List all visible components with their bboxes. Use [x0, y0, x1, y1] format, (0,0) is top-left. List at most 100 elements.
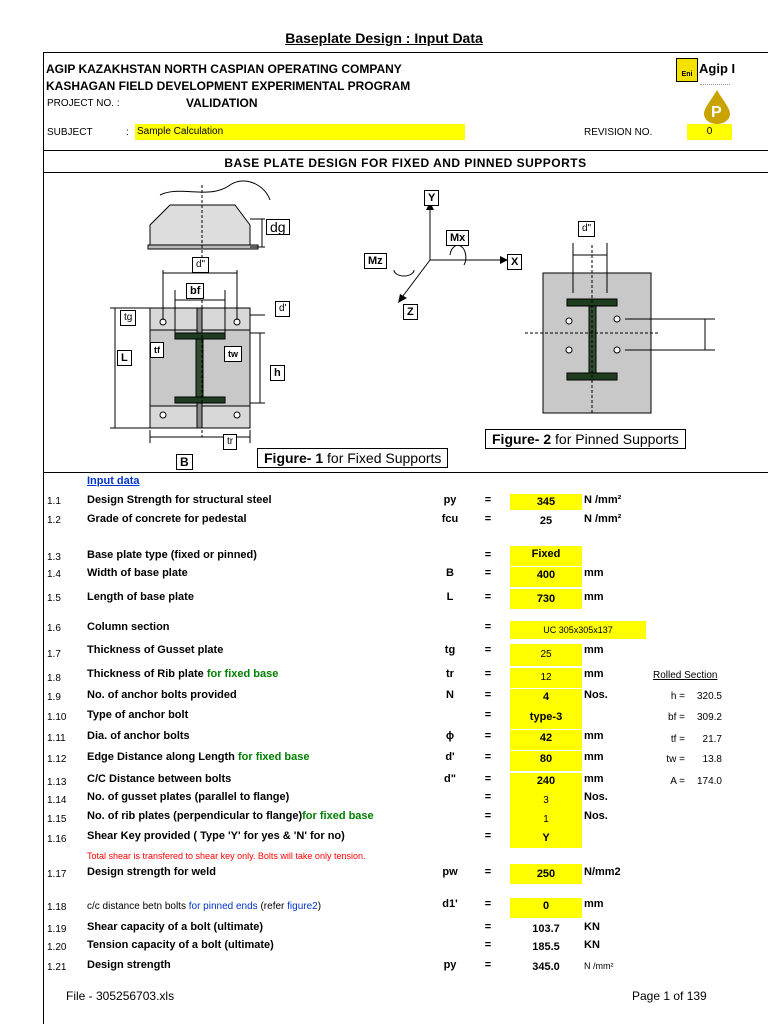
- row-value-input[interactable]: 42: [510, 730, 582, 750]
- row-equals: =: [484, 513, 492, 525]
- label-tw: tw: [224, 346, 242, 362]
- row-equals: =: [484, 959, 492, 971]
- row-equals: =: [484, 751, 492, 763]
- row-equals: =: [484, 773, 492, 785]
- row-symbol: fcu: [441, 513, 459, 525]
- row-description: No. of gusset plates (parallel to flange…: [87, 791, 290, 803]
- row-number: 1.14: [47, 795, 67, 806]
- row-number: 1.5: [47, 593, 61, 604]
- row-number: 1.3: [47, 552, 61, 563]
- row-unit: mm: [584, 773, 604, 785]
- figure2-caption-rest: for Pinned Supports: [551, 431, 679, 447]
- row-description: No. of rib plates (perpendicular to flan…: [87, 810, 374, 822]
- table-row: 1.20 Tension capacity of a bolt (ultimate…: [0, 939, 768, 955]
- row-value-input[interactable]: 12: [510, 668, 582, 688]
- row-number: 1.16: [47, 834, 67, 845]
- row-equals: =: [484, 921, 492, 933]
- row-description: Length of base plate: [87, 591, 194, 603]
- column-section-select[interactable]: UC 305x305x137: [510, 621, 646, 639]
- label-h: h: [270, 365, 285, 381]
- row-equals: =: [484, 730, 492, 742]
- row-equals: =: [484, 668, 492, 680]
- label-bf: bf: [186, 283, 205, 299]
- row-equals: =: [484, 791, 492, 803]
- label-dg: dg: [266, 219, 290, 235]
- rolled-label-tw: tw =: [666, 754, 685, 765]
- row-equals: =: [484, 567, 492, 579]
- row-description-note: for fixed base: [237, 751, 310, 763]
- shear-key-input[interactable]: Y: [510, 830, 582, 848]
- row-description: Shear Key provided ( Type 'Y' for yes & …: [87, 830, 345, 842]
- section-divider: [43, 172, 768, 173]
- eni-logo-icon: Eni: [676, 58, 698, 82]
- row-unit: Nos.: [584, 791, 608, 803]
- input-data-link[interactable]: Input data: [87, 475, 140, 487]
- row-value-input[interactable]: 25: [510, 644, 582, 666]
- figure1-drawing: [110, 180, 271, 443]
- figure1-caption-rest: for Fixed Supports: [323, 450, 442, 466]
- page-title: Baseplate Design : Input Data: [285, 30, 483, 46]
- row-equals: =: [484, 898, 492, 910]
- row-value: 345.0: [532, 961, 560, 973]
- row-value-input[interactable]: 400: [510, 567, 582, 587]
- rolled-label-h: h =: [670, 691, 685, 702]
- row-symbol: tg: [444, 644, 456, 656]
- row-value-input[interactable]: 3: [510, 791, 582, 811]
- row-equals: =: [484, 689, 492, 701]
- subject-label: SUBJECT: [47, 127, 93, 138]
- revision-value[interactable]: 0: [687, 124, 732, 140]
- row-equals: =: [484, 810, 492, 822]
- row-value-input[interactable]: 345: [510, 494, 582, 510]
- row-value-input[interactable]: 0: [510, 898, 582, 918]
- row-value-input[interactable]: 1: [510, 810, 582, 830]
- header-divider: [43, 150, 768, 151]
- axes-drawing: [393, 202, 508, 303]
- row-description: Tension capacity of a bolt (ultimate): [87, 939, 274, 951]
- row-number: 1.18: [47, 902, 67, 913]
- row-equals: =: [484, 621, 492, 633]
- row-value-input[interactable]: 240: [510, 773, 582, 793]
- row-number: 1.20: [47, 942, 67, 953]
- subject-value[interactable]: Sample Calculation: [135, 124, 465, 140]
- rolled-label-bf: bf =: [668, 712, 685, 723]
- row-symbol: py: [443, 494, 457, 506]
- row-number: 1.9: [47, 692, 61, 703]
- rolled-value-h: 320.5: [696, 691, 722, 702]
- row-number: 1.12: [47, 754, 67, 765]
- row-number: 1.2: [47, 515, 61, 526]
- rolled-section-title: Rolled Section: [653, 670, 718, 681]
- figure2-link[interactable]: figure2: [287, 901, 318, 912]
- row-value: 185.5: [532, 941, 560, 953]
- row-value-input[interactable]: 250: [510, 864, 582, 884]
- row-number: 1.4: [47, 569, 61, 580]
- anchor-bolt-type-select[interactable]: type-3: [510, 709, 582, 729]
- row-description-text: Edge Distance along Length: [87, 751, 238, 763]
- row-unit: KN: [584, 921, 600, 933]
- row-symbol: py: [443, 959, 457, 971]
- rolled-label-tf: tf =: [670, 734, 685, 745]
- row-unit: mm: [584, 668, 604, 680]
- row-description: Design Strength for structural steel: [87, 494, 272, 506]
- company-name: AGIP KAZAKHSTAN NORTH CASPIAN OPERATING …: [46, 62, 402, 76]
- row-value-input[interactable]: 730: [510, 589, 582, 609]
- row-number: 1.11: [47, 733, 66, 744]
- row-value-input[interactable]: Fixed: [510, 546, 582, 566]
- subject-colon: :: [126, 127, 129, 138]
- row-unit: N /mm²: [584, 513, 622, 525]
- row-unit: Nos.: [584, 689, 608, 701]
- row-value-input[interactable]: 4: [510, 689, 582, 709]
- table-row: 1.12 Edge Distance along Length for fixed…: [0, 751, 768, 771]
- row-equals: =: [484, 939, 492, 951]
- row-number: 1.10: [47, 712, 67, 723]
- row-unit: mm: [584, 591, 604, 603]
- label-d2: d": [192, 257, 210, 273]
- row-value-input[interactable]: 80: [510, 751, 582, 771]
- row-unit: mm: [584, 898, 604, 910]
